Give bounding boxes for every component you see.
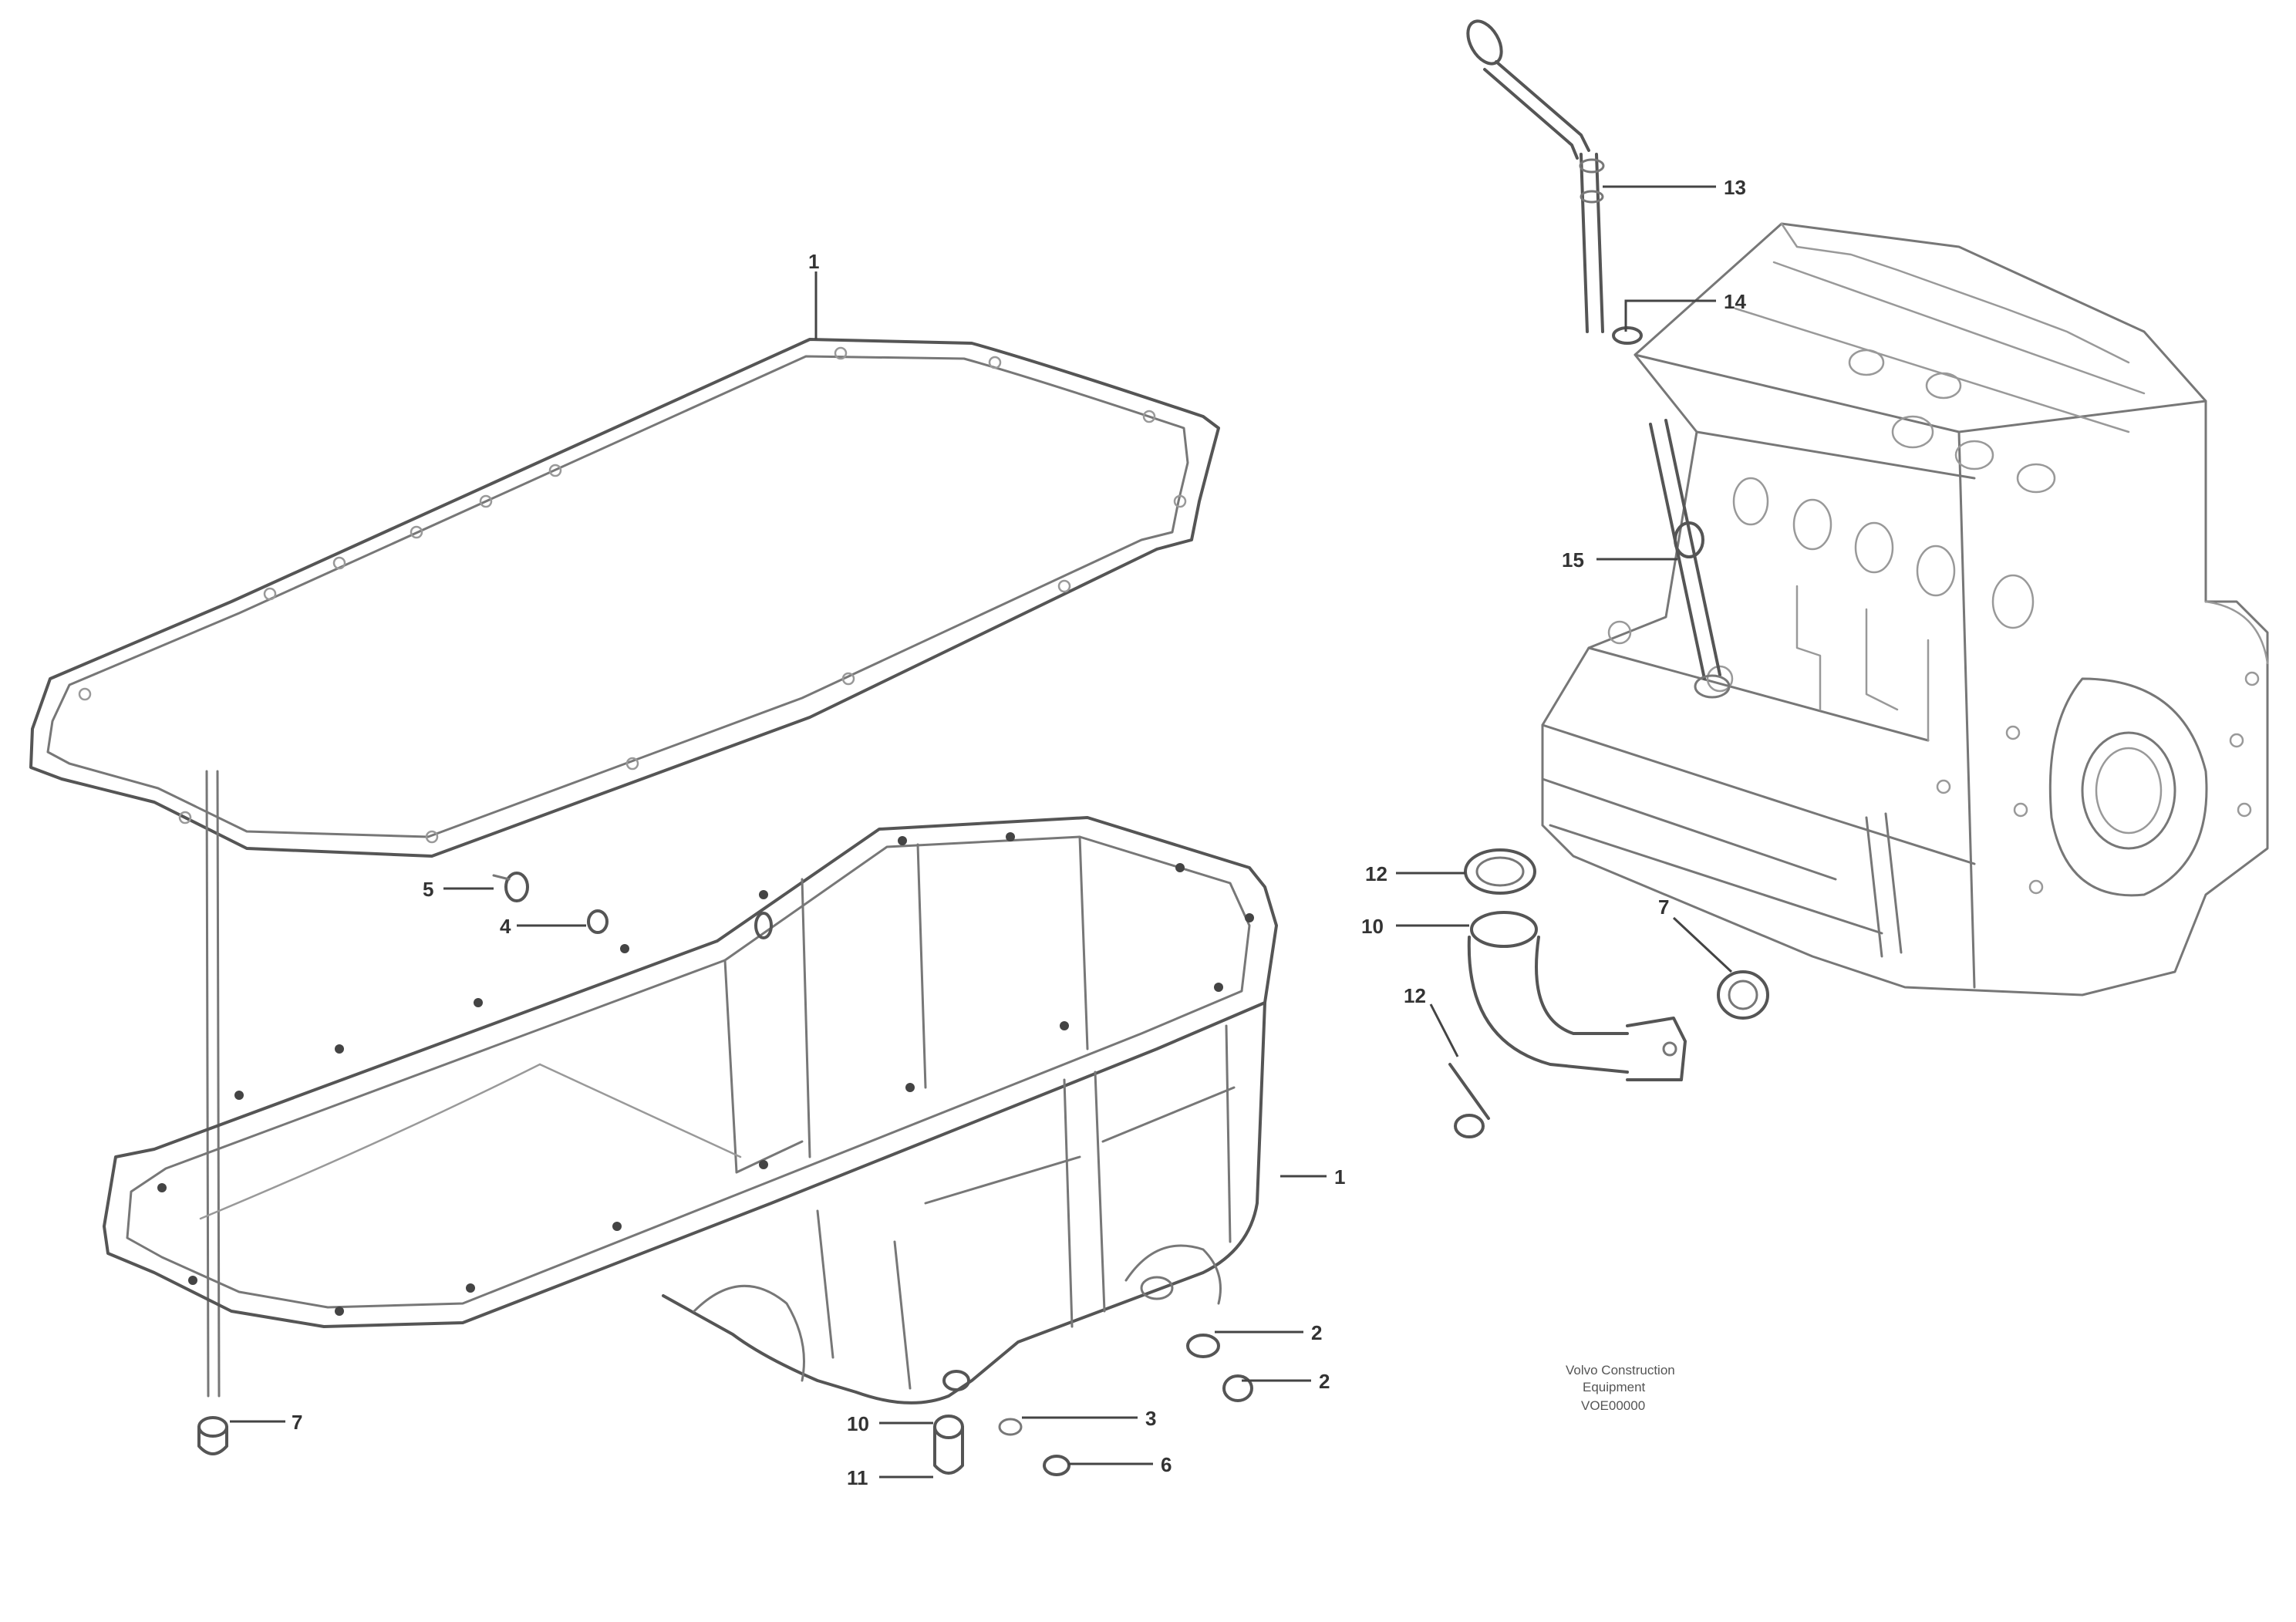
callout-13: 13 [1724, 176, 1746, 199]
callout-7-left: 7 [292, 1411, 302, 1434]
callout-1-sump: 1 [1334, 1165, 1345, 1189]
callout-2-upper: 2 [1311, 1321, 1322, 1344]
callout-2-lower: 2 [1319, 1370, 1330, 1393]
sump-gasket [29, 338, 1220, 858]
oil-suction-pipe [1448, 848, 1769, 1138]
callout-3: 3 [1145, 1407, 1156, 1430]
fastener-4 [587, 909, 609, 934]
callout-11: 11 [847, 1466, 868, 1489]
callout-12-lower: 12 [1404, 984, 1426, 1007]
long-bolt-left [197, 770, 228, 1455]
engine-block [1541, 222, 2269, 996]
reference-line-2: Equipment [1583, 1380, 1646, 1394]
leader-lines [230, 185, 1733, 1479]
drain-plug-parts [933, 1334, 1253, 1476]
reference-line-3: VOE00000 [1581, 1398, 1645, 1413]
callout-7-right: 7 [1658, 895, 1669, 919]
callout-10-pipe: 10 [1361, 915, 1384, 938]
callout-14: 14 [1724, 290, 1746, 313]
callout-1-gasket: 1 [808, 250, 819, 273]
dipstick-assembly [1466, 19, 1731, 699]
callout-labels: 1 1 2 2 3 4 5 6 7 7 10 10 11 12 12 13 14… [292, 176, 1746, 1489]
sump-bolt-holes [157, 832, 1254, 1316]
callout-15: 15 [1562, 548, 1584, 572]
gasket-bolt-holes [78, 346, 1187, 844]
oil-sump-pan [103, 816, 1278, 1404]
callout-10-drain: 10 [847, 1412, 869, 1435]
reference-stamp: Volvo Construction Equipment VOE00000 [1566, 1363, 1675, 1413]
callout-12-upper: 12 [1365, 862, 1387, 885]
callout-6: 6 [1161, 1453, 1172, 1476]
callout-4: 4 [500, 915, 511, 938]
reference-line-1: Volvo Construction [1566, 1363, 1675, 1378]
fastener-5 [492, 872, 529, 902]
callout-5: 5 [423, 878, 433, 901]
